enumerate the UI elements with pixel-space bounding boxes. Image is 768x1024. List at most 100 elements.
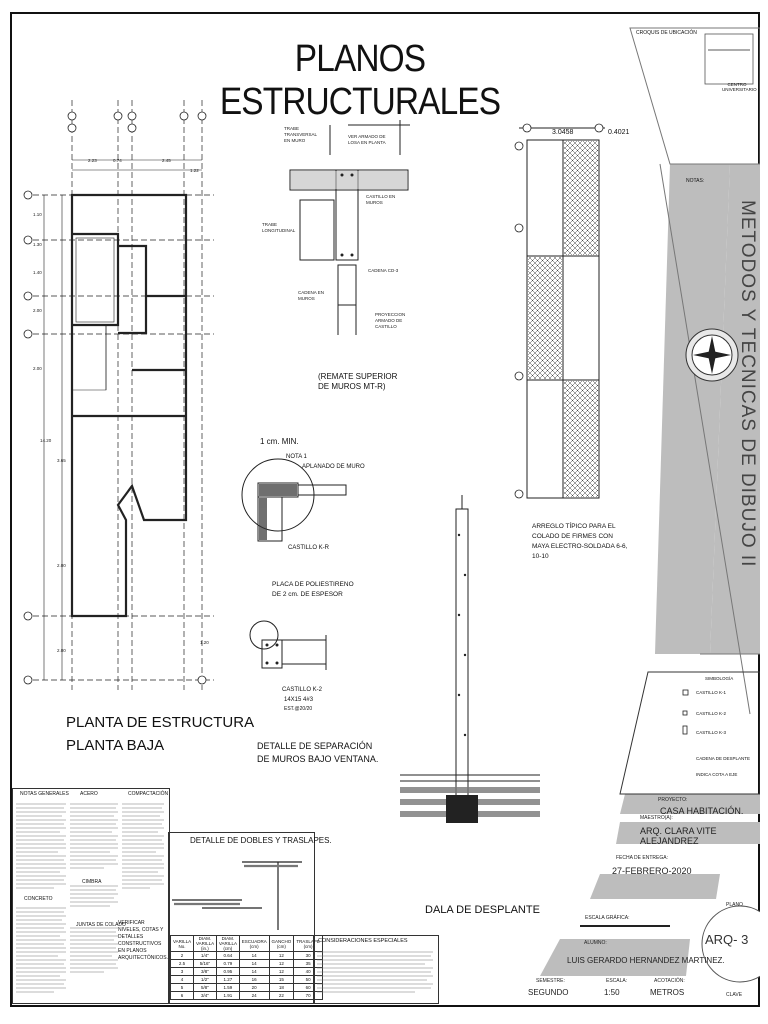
dim-left-4: 2.00: [33, 308, 42, 313]
label-trabe-transversal: TRABE TRANSVERSAL EN MURO: [284, 126, 317, 143]
remate-caption: (REMATE SUPERIOR DE MUROS MT-R): [318, 372, 398, 391]
doubles-diagram: [172, 861, 302, 930]
escala-value: 1:50: [604, 988, 620, 997]
table-cell: 14: [238, 959, 270, 968]
table-cell: 5/16": [192, 959, 217, 968]
th-traslape: TRASLAPE (cm): [293, 935, 323, 952]
label-cm-min: 1 cm. MIN.: [260, 437, 299, 446]
table-cell: 3: [170, 967, 194, 976]
legend-item-4: CADENA DE DESPLANTE: [696, 756, 751, 761]
label-ver-armado: VER ARMADO DE LOSA EN PLANTA: [348, 134, 386, 145]
legend-item-1: CASTILLO K-1: [696, 690, 727, 695]
plano-value: ARQ- 3: [705, 932, 749, 947]
slab-dim-right: 0.4021: [608, 129, 630, 136]
table-cell: 12: [268, 967, 295, 976]
vertical-course-title: METODOS Y TECNICAS DE DIBUJO II: [737, 200, 758, 568]
notes-concreto-head: CONCRETO: [24, 896, 53, 902]
label-placa-1: PLACA DE POLIESTIRENO: [272, 581, 354, 588]
semestre-value: SEGUNDO: [528, 988, 569, 997]
table-cell: 14: [238, 967, 270, 976]
notes-compactacion-head: COMPACTACIÓN: [128, 791, 169, 797]
table-cell: 2.5: [170, 959, 194, 968]
doubles-title: DETALLE DE DOBLES Y TRASLAPES.: [190, 836, 332, 845]
table-cell: 12: [268, 959, 295, 968]
label-proyeccion: PROYECCION ARMADO DE CASTILLO: [375, 312, 406, 329]
plano-label: PLANO: [726, 902, 743, 908]
dim-left-5: 2.00: [33, 366, 42, 371]
label-placa-2: DE 2 cm. DE ESPESOR: [272, 591, 343, 598]
dim-top-2: 0.74: [113, 158, 122, 163]
legend-item-5: INDICA COTA A EJE: [696, 772, 738, 777]
title-block-graphics: [540, 27, 760, 983]
notes-cimbra-head: CIMBRA: [82, 879, 102, 885]
centro-label: CENTRO UNIVERSITARIO: [722, 82, 757, 92]
dim-left-3: 1.40: [33, 270, 42, 275]
window-caption-1: DETALLE DE SEPARACIÓN: [257, 741, 373, 751]
label-trabe-longitudinal: TRABE LONGITUDINAL: [262, 222, 296, 233]
th-diam-in: DIAM. VARILLA (in.): [192, 935, 217, 952]
label-castillo-kr: CASTILLO K-R: [288, 545, 330, 551]
fecha-label: FECHA DE ENTREGA:: [616, 855, 668, 861]
table-cell: 70: [293, 991, 323, 1000]
table-cell: 5/8": [192, 983, 217, 992]
th-escuadra: ESCUADRA (cm): [238, 935, 270, 952]
table-cell: 1.59: [215, 983, 240, 992]
alumno-label: ALUMNO:: [584, 940, 607, 946]
notas-label: NOTAS:: [686, 178, 705, 184]
alumno-value: LUIS GERARDO HERNANDEZ MARTINEZ.: [567, 956, 725, 965]
notes-juntas-head: JUNTAS DE COLADO: [76, 922, 126, 928]
clave-label: CLAVE: [726, 992, 743, 998]
table-cell: 16: [238, 975, 270, 984]
label-aplanado: APLANADO DE MURO: [302, 464, 365, 470]
table-cell: 0.95: [215, 967, 240, 976]
table-cell: 3/8": [192, 967, 217, 976]
slab-caption-1: ARREGLO TÍPICO PARA EL: [532, 523, 616, 530]
table-cell: 6: [170, 991, 194, 1000]
maestro-label: MAESTRO(A):: [640, 815, 673, 821]
table-cell: 1.27: [215, 975, 240, 984]
dim-left-8: 2.00: [57, 648, 66, 653]
legend-item-2: CASTILLO K-2: [696, 711, 727, 716]
floor-plan-caption-1: PLANTA DE ESTRUCTURA: [66, 714, 255, 731]
proyecto-label: PROYECTO:: [658, 797, 688, 803]
proyecto-value: CASA HABITACIÓN.: [660, 806, 744, 816]
table-cell: 5: [170, 983, 194, 992]
maestro-value: ARQ. CLARA VITE ALEJANDREZ: [640, 826, 717, 846]
th-diam-cm: DIAM. VARILLA (cm): [215, 935, 240, 952]
table-cell: 1/2": [192, 975, 217, 984]
wall-top-detail: [289, 120, 410, 335]
legend-item-3: CASTILLO K-3: [696, 730, 727, 735]
floor-plan-caption-2: PLANTA BAJA: [66, 737, 165, 754]
dim-left-7: 2.00: [57, 563, 66, 568]
fecha-value: 27-FEBRERO-2020: [612, 866, 692, 876]
label-cadena-muros: CADENA EN MUROS: [298, 290, 325, 301]
th-gancho: GANCHO (cm): [268, 935, 295, 952]
table-cell: 1.91: [215, 991, 240, 1000]
label-castillo-k2: CASTILLO K-2: [282, 687, 323, 693]
table-cell: 12: [268, 951, 295, 960]
table-cell: 22: [268, 991, 295, 1000]
dim-left-total: 14.20: [40, 438, 52, 443]
dim-left-6: 3.65: [57, 458, 66, 463]
acotacion-label: ACOTACIÓN:: [654, 978, 685, 984]
dim-right: 1.20: [200, 640, 209, 645]
dim-top-3: 2.45: [162, 158, 171, 163]
special-text-lines: [317, 951, 433, 993]
doubles-table: VARILLA No. DIAM. VARILLA (in.) DIAM. VA…: [170, 935, 323, 1000]
dim-left-2: 1.30: [33, 242, 42, 247]
special-head: CONSIDERACIONES ESPECIALES: [318, 938, 408, 944]
doubles-panel: [168, 832, 315, 1004]
table-cell: 1/4": [192, 951, 217, 960]
dala-caption: DALA DE DESPLANTE: [425, 904, 540, 916]
label-k2-spec: 14X15 4#3: [284, 697, 314, 703]
table-cell: 0.64: [215, 951, 240, 960]
table-cell: 18: [268, 983, 295, 992]
window-caption-2: DE MUROS BAJO VENTANA.: [257, 754, 379, 764]
structural-floor-plan: [23, 100, 214, 690]
notes-panel: [12, 788, 170, 1004]
